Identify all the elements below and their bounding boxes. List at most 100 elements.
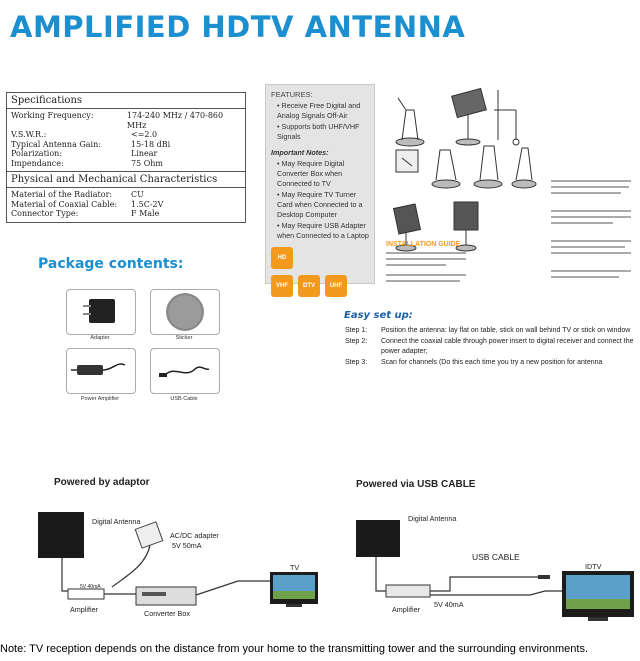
badge-row: VHF DTV UHF — [271, 275, 369, 297]
spec-row: Material of Coaxial Cable: 1.5C-2V — [7, 200, 245, 210]
stand-illustration — [395, 97, 425, 147]
amplifier-spec-label: 5V 40mA — [434, 600, 464, 609]
installation-illustrations — [386, 87, 631, 282]
dtv-badge: DTV — [298, 275, 320, 297]
vhf-badge: VHF — [271, 275, 293, 297]
features-panel: FEATURES: Receive Free Digital and Analo… — [265, 84, 375, 297]
notes-heading: Important Notes: — [271, 148, 329, 157]
stand-illustration — [395, 149, 419, 173]
spec-key: Material of Coaxial Cable: — [11, 199, 118, 209]
note-item: May Require USB Adapter when Connected t… — [277, 221, 369, 241]
adaptor-diagram — [38, 512, 318, 607]
spec-value: <=2.0 — [131, 130, 158, 139]
step-text: Position the antenna: lay flat on table,… — [381, 327, 631, 334]
setup-step: Step 2: Connect the coaxial cable through… — [345, 337, 635, 358]
feature-item: Supports both UHF/VHF Signals — [277, 122, 369, 142]
amplifier-label: Amplifier — [392, 605, 420, 614]
tv-label: TV — [290, 563, 300, 572]
step-label: Step 2: — [345, 337, 368, 345]
package-label: USB Cable — [170, 396, 198, 402]
spec-key: Polarization: — [11, 149, 63, 158]
adapter-spec-label: 5V 50mA — [172, 541, 202, 550]
installation-guide-heading: INSTALLATION GUIDE — [386, 241, 461, 248]
adapter-label: AC/DC adapter — [170, 531, 219, 540]
specifications-table: Specifications Working Frequency: 174-240… — [6, 92, 246, 223]
adapter-plug-icon — [111, 521, 164, 588]
spec-row: Impendance: 75 Ohm — [7, 159, 245, 169]
idtv-label: IDTV — [585, 562, 602, 571]
usb-diagram — [356, 520, 634, 621]
spec-value: 75 Ohm — [131, 158, 164, 168]
spec-row: V.S.W.R.: <=2.0 — [7, 130, 245, 140]
step-text: Scan for channels (Do this each time you… — [381, 358, 603, 366]
power-amplifier-icon — [71, 363, 126, 375]
stand-illustration — [431, 149, 461, 189]
antenna-illustration — [453, 201, 479, 252]
spec-value: 15-18 dBi — [131, 139, 171, 149]
hd-badge: HD — [271, 247, 293, 269]
sticker-box — [150, 289, 220, 335]
amplifier-spec-label: 5V 40mA — [80, 584, 101, 590]
usb-cable-label: USB CABLE — [472, 552, 520, 562]
setup-step: Step 1: Position the antenna: lay flat on… — [345, 326, 635, 337]
window-mount-illustration — [494, 90, 520, 146]
step-text: Connect the coaxial cable through power … — [381, 337, 634, 356]
antenna-illustration — [451, 87, 487, 146]
digital-antenna-label: Digital Antenna — [92, 517, 141, 526]
package-label: Power Amplifier — [80, 396, 120, 402]
adapter-icon — [83, 299, 115, 323]
spec-row: Working Frequency: 174-240 MHz / 470-860 … — [7, 111, 245, 130]
usb-cable-box — [150, 348, 220, 394]
package-contents-heading: Package contents: — [38, 256, 184, 272]
spec-key: Typical Antenna Gain: — [11, 139, 101, 149]
note-item: May Require TV Turner Card when Connecte… — [277, 190, 369, 220]
spec-row: Typical Antenna Gain: 15-18 dBi — [7, 140, 245, 150]
setup-step: Step 3: Scan for channels (Do this each t… — [345, 358, 635, 369]
spec-key: V.S.W.R.: — [11, 130, 47, 139]
easy-setup-heading: Easy set up: — [344, 310, 413, 321]
step-label: Step 1: — [345, 327, 368, 334]
spec-row: Polarization: Linear — [7, 149, 245, 159]
package-label: Adapter — [90, 335, 110, 341]
amplifier-label: Amplifier — [70, 605, 98, 614]
spec-value: 1.5C-2V — [131, 199, 164, 209]
setup-steps: Step 1: Position the antenna: lay flat on… — [345, 326, 635, 368]
spec-key: Impendance: — [11, 158, 64, 168]
amplifier-icon — [67, 588, 105, 600]
digital-antenna-label: Digital Antenna — [408, 514, 457, 523]
features-heading: FEATURES: — [271, 90, 313, 99]
usb-diagram-title: Powered via USB CABLE — [356, 479, 476, 490]
spec-heading-physical: Physical and Mechanical Characteristics — [7, 171, 245, 188]
antenna-illustration — [392, 203, 422, 252]
adapter-box — [66, 289, 136, 335]
antenna-icon — [356, 520, 400, 557]
step-label: Step 3: — [345, 358, 368, 366]
stand-illustration — [473, 145, 503, 189]
spec-value: Linear — [131, 149, 158, 158]
spec-value: F Male — [131, 209, 160, 218]
spec-key: Connector Type: — [11, 209, 79, 218]
spec-value: 174-240 MHz / 470-860 MHz — [126, 111, 224, 130]
package-label: Sticker — [175, 335, 193, 341]
spec-row: Material of the Radiator: CU — [7, 190, 245, 200]
sticker-icon — [166, 293, 204, 331]
usb-plug-icon — [538, 575, 550, 579]
feature-item: Receive Free Digital and Analog Signals … — [277, 101, 369, 121]
spec-heading: Specifications — [7, 93, 245, 109]
spec-key: Working Frequency: — [11, 111, 94, 120]
reception-note: Note: TV reception depends on the distan… — [0, 643, 589, 655]
antenna-icon — [38, 512, 84, 558]
page-title: AMPLIFIED HDTV ANTENNA — [10, 10, 466, 44]
note-item: May Require Digital Converter Box when C… — [277, 159, 369, 189]
power-amplifier-box — [66, 348, 136, 394]
usb-cable-icon — [159, 366, 210, 377]
spec-row: Connector Type: F Male — [7, 209, 245, 219]
spec-value: CU — [131, 190, 144, 199]
amplifier-icon — [385, 584, 431, 598]
badge-row: HD — [271, 247, 369, 269]
uhf-badge: UHF — [325, 275, 347, 297]
stand-illustration — [511, 147, 537, 189]
converter-box-label: Converter Box — [144, 609, 190, 618]
adaptor-diagram-title: Powered by adaptor — [54, 477, 150, 488]
spec-key: Material of the Radiator: — [11, 190, 113, 199]
